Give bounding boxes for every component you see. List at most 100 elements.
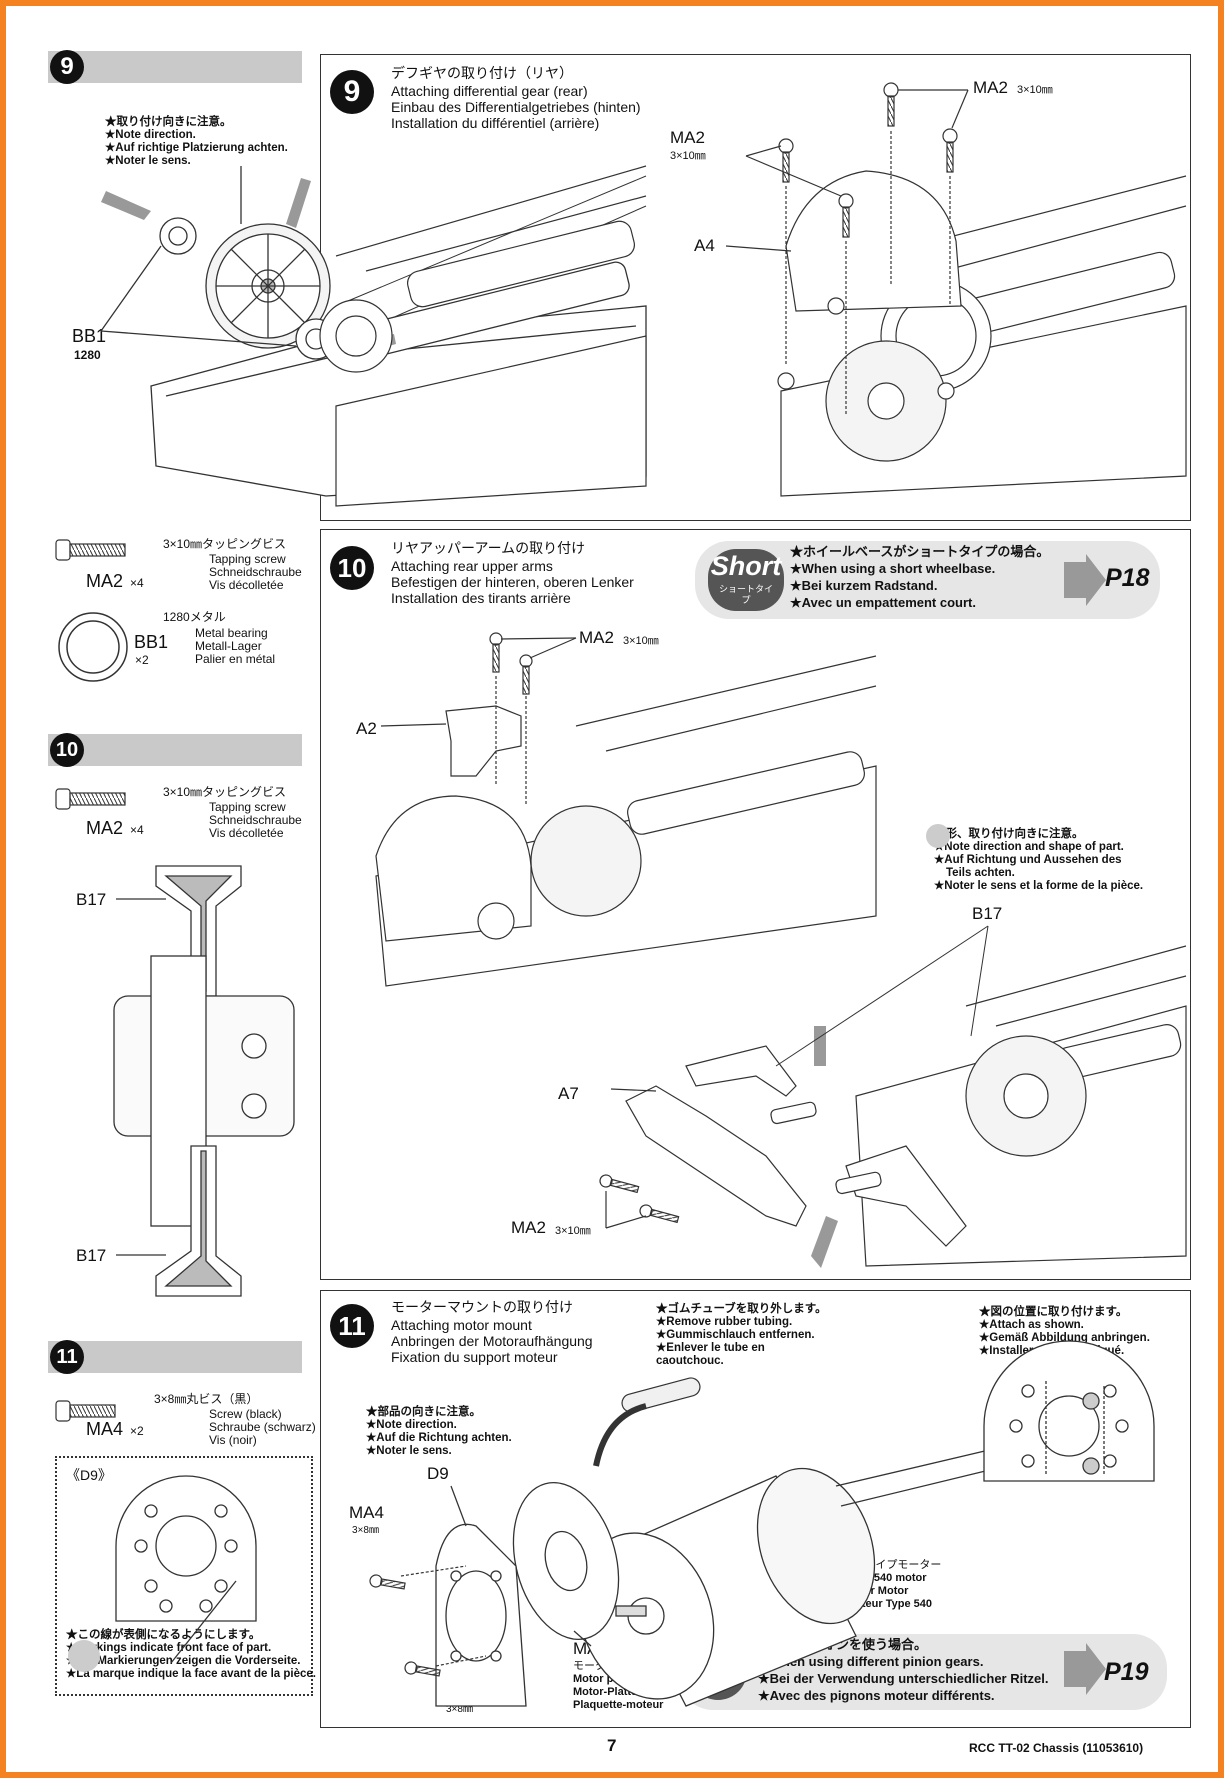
short-badge-text: Short (710, 551, 782, 581)
step9-title-en: Attaching differential gear (rear) (391, 83, 588, 99)
short-note-jp: ★ホイールベースがショートタイプの場合。 (790, 544, 1050, 559)
dir-note-en: ★Note direction. (366, 1419, 457, 1431)
step9-ma2-top-label: MA2 (973, 78, 1008, 97)
step11-title-de: Anbringen der Motoraufhängung (391, 1333, 593, 1349)
step11-title-fr: Fixation du support moteur (391, 1349, 558, 1365)
attach-note-en: ★Attach as shown. (979, 1319, 1084, 1331)
d9-note-en: ★Markings indicate front face of part. (66, 1642, 272, 1654)
step10-title-de: Befestigen der hinteren, oberen Lenker (391, 574, 634, 590)
short-note-fr: ★Avec un empattement court. (790, 595, 976, 610)
mount-mark-23: 23 (1073, 1411, 1084, 1421)
tube-note-fr: ★Enlever le tube en (656, 1342, 765, 1354)
side9-note-jp: ★取り付け向きに注意。 (105, 116, 232, 128)
side10-arms-illustration (113, 865, 295, 1297)
side9-note-de: ★Auf richtige Platzierung achten. (105, 142, 288, 154)
side9-bb1-desc-en: Metal bearing (195, 626, 268, 640)
side9-bb1-part-label: BB1 (134, 632, 169, 652)
side10-ma2-label: MA2 (86, 818, 124, 838)
setting-badge-sub: SETTING UP (701, 1669, 735, 1687)
side9-arrow-left-icon (101, 191, 151, 220)
step10-a2-label: A2 (356, 719, 377, 738)
short-note-de: ★Bei kurzem Radstand. (790, 578, 938, 593)
side10-ma2-desc-fr: Vis décolletée (209, 826, 284, 840)
dir-note-fr: ★Noter le sens. (366, 1445, 452, 1457)
pinion-note-de: ★Bei der Verwendung unterschiedlicher Ri… (758, 1671, 1049, 1686)
step11-title-jp: モーターマウントの取り付け (391, 1299, 573, 1315)
ma9-desc-jp: モータープレート (573, 1660, 661, 1672)
step10-a7-label: A7 (558, 1084, 579, 1103)
dir-note-jp: ★部品の向きに注意。 (366, 1406, 481, 1418)
step11-ma4-top-label: MA4 (349, 1503, 384, 1522)
short-badge (708, 549, 784, 611)
d9-mark-21: 21 (170, 1542, 181, 1552)
pinion-note-fr: ★Avec des pignons moteur différents. (758, 1688, 995, 1703)
motor-desc-en: Type 540 motor (846, 1572, 927, 1584)
step10-note-en: ★Note direction and shape of part. (934, 841, 1124, 853)
d9-note-jp: ★この線が表側になるようにします。 (66, 1629, 261, 1641)
dir-note-de: ★Auf die Richtung achten. (366, 1432, 512, 1444)
step11-d9-label: D9 (427, 1464, 449, 1483)
attach-note-fr: ★Installer comme indiqué. (979, 1345, 1125, 1357)
ma9-desc-en: Motor plate (573, 1673, 633, 1685)
side-step10-bar (48, 734, 302, 766)
side10-ma2-qty: ×4 (130, 823, 144, 837)
side11-ma4-label: MA4 (86, 1419, 124, 1439)
side9-ma2-label: MA2 (86, 571, 124, 591)
attach-note-de: ★Gemäß Abbildung anbringen. (979, 1332, 1150, 1344)
mount-mark-21: 21 (1039, 1411, 1050, 1421)
step11-title-en: Attaching motor mount (391, 1317, 532, 1333)
d9-mark-22: 22 (188, 1538, 199, 1548)
tube-note-jp: ★ゴムチューブを取り外します。 (656, 1303, 827, 1315)
footer-model: RCC TT-02 Chassis (11053610) (969, 1741, 1144, 1755)
side10-ma2-screw-icon (55, 788, 126, 810)
d9-mark-23: 23 (205, 1542, 216, 1552)
side9-ma2-screw-icon (55, 539, 126, 561)
step10-b17-label: B17 (972, 904, 1003, 923)
side-step10-number: 10 (50, 733, 84, 767)
side9-bb1-desc-de: Metall-Lager (195, 639, 262, 653)
attach-note-jp: ★図の位置に取り付けます。 (979, 1306, 1128, 1318)
step9-title-fr: Installation du différentiel (arrière) (391, 115, 600, 131)
side10-b17-bottom-label: B17 (76, 1246, 107, 1265)
side-step11-number: 11 (50, 1340, 84, 1374)
step10-ma2-size: 3×10㎜ (623, 635, 659, 647)
ma9-desc-fr: Plaquette-moteur (573, 1699, 664, 1711)
tube-note-de: ★Gummischlauch entfernen. (656, 1329, 815, 1341)
step10-ma2-bottom-label: MA2 (511, 1218, 546, 1237)
side9-ma2-desc-de: Schneidschraube (209, 565, 302, 579)
step10-title-fr: Installation des tirants arrière (391, 590, 571, 606)
side11-ma4-desc-en: Screw (black) (209, 1407, 282, 1421)
side9-ma2-desc-jp: 3×10㎜タッピングビス (163, 537, 287, 551)
step10-note-de: ★Auf Richtung und Aussehen des (934, 854, 1122, 866)
side9-ma2-qty: ×4 (130, 576, 144, 590)
step10-note-fr: ★Noter le sens et la forme de la pièce. (934, 880, 1144, 892)
pinion-page-ref[interactable]: P19 (1104, 1658, 1149, 1686)
pinion-note-en: ★When using different pinion gears. (758, 1654, 984, 1669)
step10-ma2-bottom-size: 3×10㎜ (555, 1225, 591, 1237)
side9-bb1-desc-fr: Palier en métal (195, 652, 276, 666)
step10-ma2-label: MA2 (579, 628, 614, 647)
step10-title-jp: リヤアッパーアームの取り付け (391, 540, 586, 556)
step9-ma2-top-size: 3×10㎜ (1017, 84, 1053, 96)
step10-note-de2: Teils achten. (946, 867, 1015, 879)
short-note-en: ★When using a short wheelbase. (790, 561, 996, 576)
step9-title-jp: デフギヤの取り付け（リヤ） (391, 65, 573, 81)
step9-ma2-left-size: 3×10㎜ (670, 150, 706, 162)
short-page-ref[interactable]: P18 (1105, 564, 1150, 592)
side11-ma4-desc-jp: 3×8㎜丸ビス（黒） (154, 1392, 259, 1406)
side9-bb1-code: 1280 (74, 348, 101, 362)
side11-ma4-desc-fr: Vis (noir) (209, 1433, 257, 1447)
d9-detail-box (55, 1456, 313, 1696)
side-step9-bar (48, 51, 302, 83)
side10-b17-top-label: B17 (76, 890, 107, 909)
d9-note-de: ★Die Markierungen zeigen die Vorderseite… (66, 1655, 301, 1667)
side9-bb1-desc-jp: 1280メタル (163, 610, 226, 624)
step11-ma4-bottom-label: MA4 (443, 1682, 478, 1701)
side9-ma2-desc-fr: Vis décolletée (209, 578, 284, 592)
motor-desc-de: 540er Motor (846, 1585, 909, 1597)
side11-ma4-screw-icon (55, 1400, 116, 1422)
d9-detail-title: 《D9》 (66, 1467, 112, 1483)
side-step9-number: 9 (50, 50, 84, 84)
side11-ma4-desc-de: Schraube (schwarz) (209, 1420, 316, 1434)
